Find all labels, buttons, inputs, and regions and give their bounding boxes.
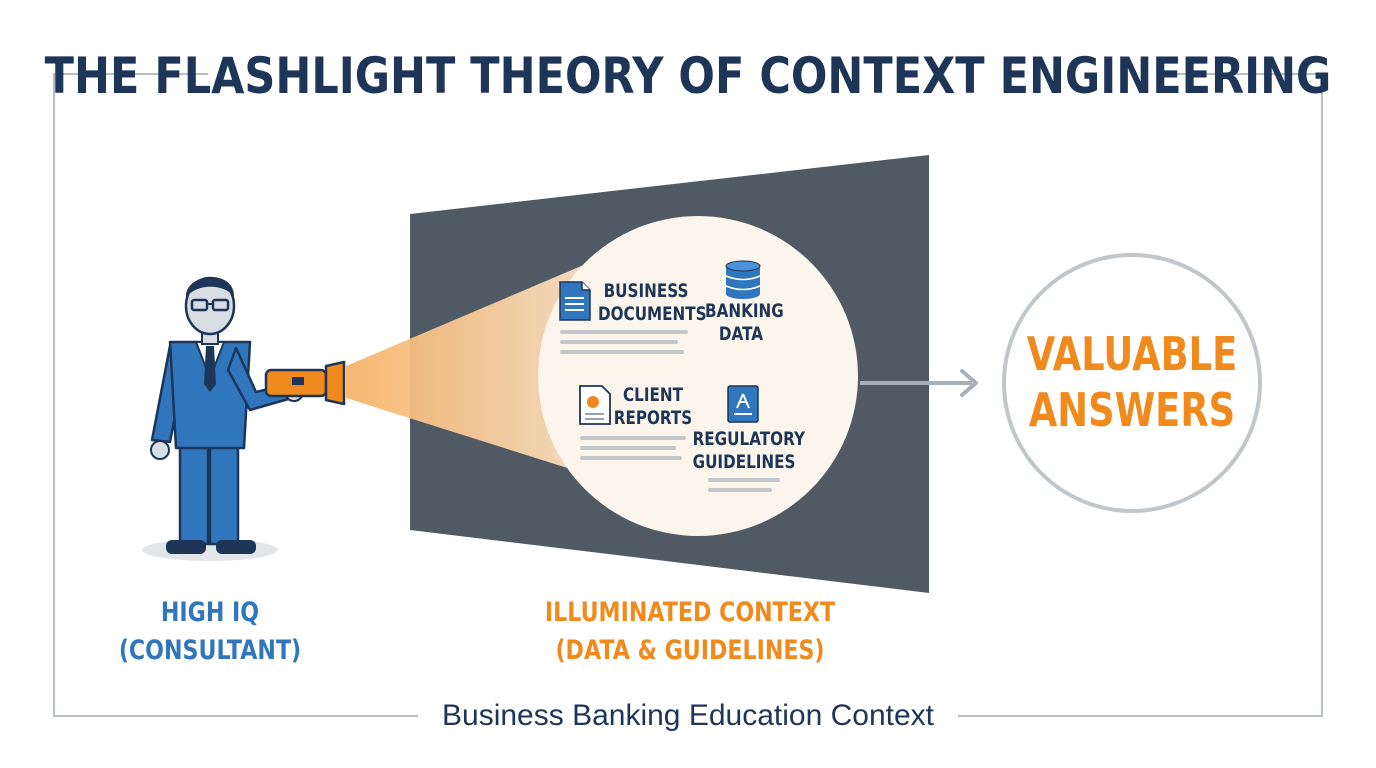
spotlight-circle	[538, 216, 858, 536]
businessman-icon	[142, 276, 304, 561]
answer-circle	[1002, 253, 1262, 513]
database-icon	[725, 260, 761, 299]
badge-icon	[727, 385, 759, 423]
text-lines	[560, 330, 780, 492]
arrow-icon	[860, 369, 978, 397]
regulatory-guidelines-label: REGULATORY GUIDELINES	[692, 428, 805, 473]
footer-label: Business Banking Education Context	[418, 694, 958, 738]
business-documents-label: BUSINESS DOCUMENTS	[598, 280, 707, 325]
page-title: THE FLASHLIGHT THEORY OF CONTEXT ENGINEE…	[45, 36, 1331, 116]
flashlight-icon	[264, 360, 346, 406]
light-beam	[346, 258, 600, 472]
context-caption: ILLUMINATED CONTEXT (DATA & GUIDELINES)	[544, 597, 836, 666]
client-reports-label: CLIENT REPORTS	[613, 384, 693, 429]
document-icon	[559, 281, 591, 321]
consultant-caption: HIGH IQ (CONSULTANT)	[118, 597, 302, 666]
report-icon	[579, 385, 611, 425]
valuable-answers-label: VALUABLE ANSWERS	[1026, 327, 1238, 437]
banking-data-label: BANKING DATA	[705, 300, 784, 345]
